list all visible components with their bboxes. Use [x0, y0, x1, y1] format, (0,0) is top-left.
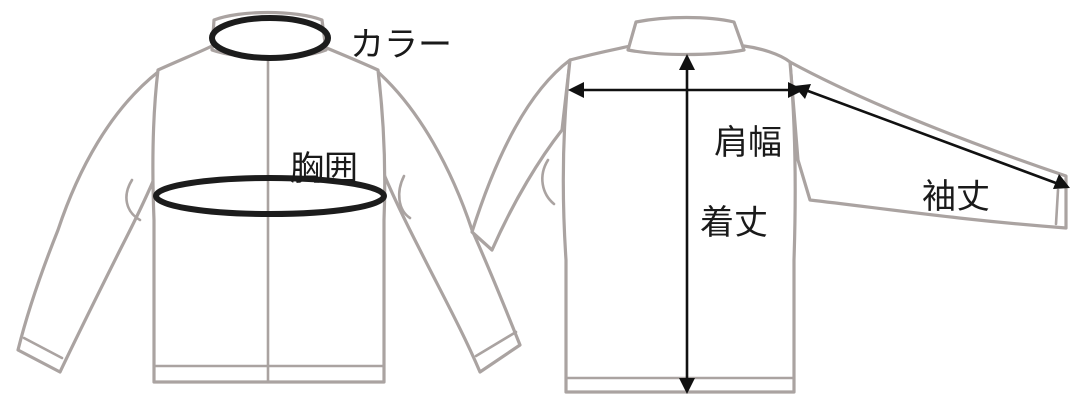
back-right-sleeve	[788, 60, 1068, 230]
front-left-sleeve	[16, 70, 164, 374]
back-collar	[626, 15, 746, 57]
shoulder-width-label: 肩幅	[714, 123, 782, 163]
front-jacket-illustration	[16, 10, 522, 384]
sleeve-length-label: 袖丈	[922, 177, 990, 217]
back-jacket-illustration	[470, 15, 1068, 394]
front-right-sleeve	[376, 70, 522, 374]
chest-measurement-ring	[153, 175, 387, 217]
sleeve-length-arrow	[794, 84, 1070, 189]
back-left-sleeve	[470, 58, 572, 252]
collar-label: カラー	[350, 25, 452, 65]
chest-label: 胸囲	[290, 149, 358, 189]
collar-measurement-ring	[209, 15, 331, 61]
body-length-label: 着丈	[700, 203, 768, 243]
body-length-arrow	[679, 54, 695, 394]
